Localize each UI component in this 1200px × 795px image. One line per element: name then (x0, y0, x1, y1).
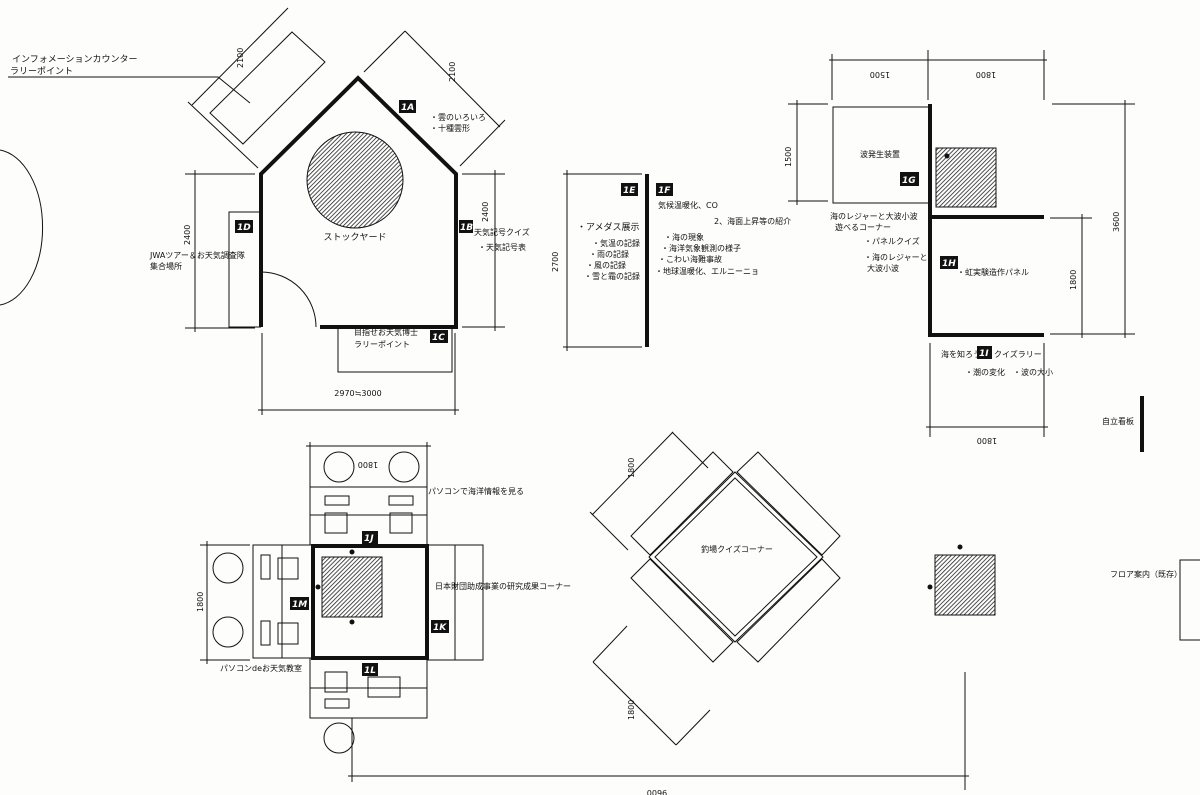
center-fixture (321, 556, 383, 618)
pc-corner: 1800 パソコンで海洋情報を見る 1800 パソコンdeお天気教室 日本財団 (196, 442, 571, 754)
tag-1m: 1M (290, 597, 309, 610)
global-warming-label: ・地球温暖化、エルニーニョ (655, 266, 759, 276)
tag-1l: 1L (362, 663, 378, 676)
dim-amedas-height: 2700 (551, 252, 560, 272)
dim-wave-left: 1500 (784, 147, 793, 167)
svg-text:1F: 1F (658, 186, 671, 196)
svg-text:1B: 1B (460, 223, 473, 233)
dim-wave-right-total: 3600 (1112, 212, 1121, 232)
display-fixture (934, 554, 996, 616)
quiz-rally-label: クイズラリー (994, 349, 1042, 359)
svg-text:1J: 1J (364, 534, 374, 544)
fishing-quiz-corner: 釣場クイズコーナー 1800 1800 (589, 431, 841, 746)
panel-quiz-label: ・パネルクイズ (864, 236, 920, 246)
svg-text:1G: 1G (902, 176, 916, 186)
amedas-wind-label: ・風の記録 (586, 260, 626, 270)
weather-symbol-quiz-label: 天気記号クイズ (474, 227, 530, 237)
stockyard-label: ストックヤード (323, 232, 386, 243)
tag-1g: 1G (900, 172, 919, 186)
research-corner-label: 日本財団助成事業の研究成果コーナー (435, 581, 571, 591)
svg-text:1M: 1M (292, 600, 307, 610)
svg-text:1D: 1D (237, 223, 251, 233)
tag-1j: 1J (362, 531, 378, 544)
tag-1k: 1K (431, 620, 449, 633)
leisure-label: 海のレジャーと大波小波 (830, 211, 918, 221)
svg-text:1A: 1A (401, 103, 414, 113)
sea-accident-label: ・こわい海難事故 (658, 254, 722, 264)
rainbow-panel-label: ・虹実験造作パネル (957, 267, 1029, 277)
stockyard-booth: ストックヤード 2100 ・雲のいろいろ ・十種雲形 2400 JWAツアー＆お… (149, 30, 530, 415)
floor-guide-board (1179, 559, 1200, 641)
rally-label: 目指せお天気博士 (354, 327, 418, 337)
jwa-tour-label: JWAツアー＆お天気調査隊 (149, 250, 245, 260)
amedas-temp-label: ・気温の記録 (592, 238, 640, 248)
dim-house-left: 2400 (183, 225, 192, 245)
cloud-types-label: ・十種雲形 (430, 123, 470, 133)
svg-text:1H: 1H (942, 259, 956, 269)
svg-text:1L: 1L (364, 666, 376, 676)
svg-text:1K: 1K (433, 623, 447, 633)
tag-1d: 1D (235, 220, 253, 233)
svg-text:1E: 1E (623, 186, 636, 196)
info-counter-label: インフォメーションカウンター (12, 54, 138, 65)
signboard-label: 自立看板 (1102, 416, 1134, 426)
amedas-booth: 2700 ・アメダス展示 ・気温の記録 ・雨の記録 ・風の記録 ・雪と霜の記録 … (551, 170, 791, 351)
sea-quiz-label: 海を知ろう (941, 349, 981, 359)
stockyard-circle (306, 131, 404, 229)
floor-guide-label: フロア案内（既存） (1110, 569, 1182, 579)
tag-1h: 1H (940, 256, 958, 269)
dim-wave-top-left: 1500 (870, 70, 890, 79)
sea-quiz-items-label: ・潮の変化 ・波の大小 (965, 367, 1053, 377)
dim-roof-right: 2100 (448, 62, 457, 82)
pc-weather-class-label: パソコンdeお天気教室 (220, 663, 302, 673)
dim-fishing-upper: 1800 (627, 458, 636, 478)
pc-ocean-label: パソコンで海洋情報を見る (428, 486, 524, 496)
sea-level-label: 2、海面上昇等の紹介 (714, 216, 791, 226)
tag-1i: 1I (977, 346, 992, 359)
leisure-corner-label: 遊べるコーナー (835, 222, 891, 232)
booth-tags: 1A 1B 1C 1D 1E 1F 1G 1H 1I 1J 1K 1L 1M (235, 100, 992, 676)
dim-info-counter: 2100 (236, 48, 245, 68)
sea-phenomena-label: ・海の現象 (664, 232, 704, 242)
tag-1a: 1A (399, 100, 416, 113)
fishing-quiz-label: 釣場クイズコーナー (701, 544, 773, 554)
dim-wave-right-lower: 1800 (1069, 270, 1078, 290)
big-small-waves-label: 大波小波 (867, 263, 899, 273)
tag-1e: 1E (621, 183, 638, 196)
tag-1b: 1B (459, 220, 473, 233)
wave-generator-label: 波発生装置 (860, 149, 900, 159)
entrance-arc (0, 149, 44, 306)
tag-1f: 1F (656, 183, 673, 196)
sea-observation-label: ・海洋気象観測の様子 (661, 243, 741, 253)
dim-pc-top: 1800 (358, 460, 378, 469)
amedas-rain-label: ・雨の記録 (589, 249, 629, 259)
amedas-snow-label: ・雪と霜の記録 (584, 271, 640, 281)
info-counter: インフォメーションカウンター ラリーポイント 2100 (8, 7, 326, 169)
tag-1c: 1C (430, 330, 448, 343)
meeting-place-label: 集合場所 (150, 261, 182, 271)
amedas-label: ・アメダス展示 (577, 221, 640, 233)
dim-wave-bottom: 1800 (977, 436, 997, 445)
dim-pc-left: 1800 (196, 592, 205, 612)
wave-booth: 波発生装置 1500 1800 1500 1800 3600 海のレジャーと大波… (784, 50, 1135, 445)
leisure-waves-label: ・海のレジャーと (864, 252, 928, 262)
clouds-label: ・雲のいろいろ (430, 113, 486, 122)
dim-wave-top-right: 1800 (976, 70, 996, 79)
dim-floor-total: 9600 (647, 788, 667, 795)
weather-symbol-table-label: ・天気記号表 (478, 242, 526, 252)
dim-house-width: 2970≒3000 (334, 389, 381, 398)
rally-point-label: ラリーポイント (10, 66, 73, 77)
climate-label: 気候温暖化、CO (658, 200, 718, 210)
dim-fishing-lower: 1800 (627, 700, 636, 720)
svg-text:1I: 1I (979, 349, 989, 359)
dim-house-right: 2400 (481, 202, 490, 222)
svg-text:1C: 1C (432, 333, 445, 343)
rally-point-label-2: ラリーポイント (354, 340, 410, 349)
